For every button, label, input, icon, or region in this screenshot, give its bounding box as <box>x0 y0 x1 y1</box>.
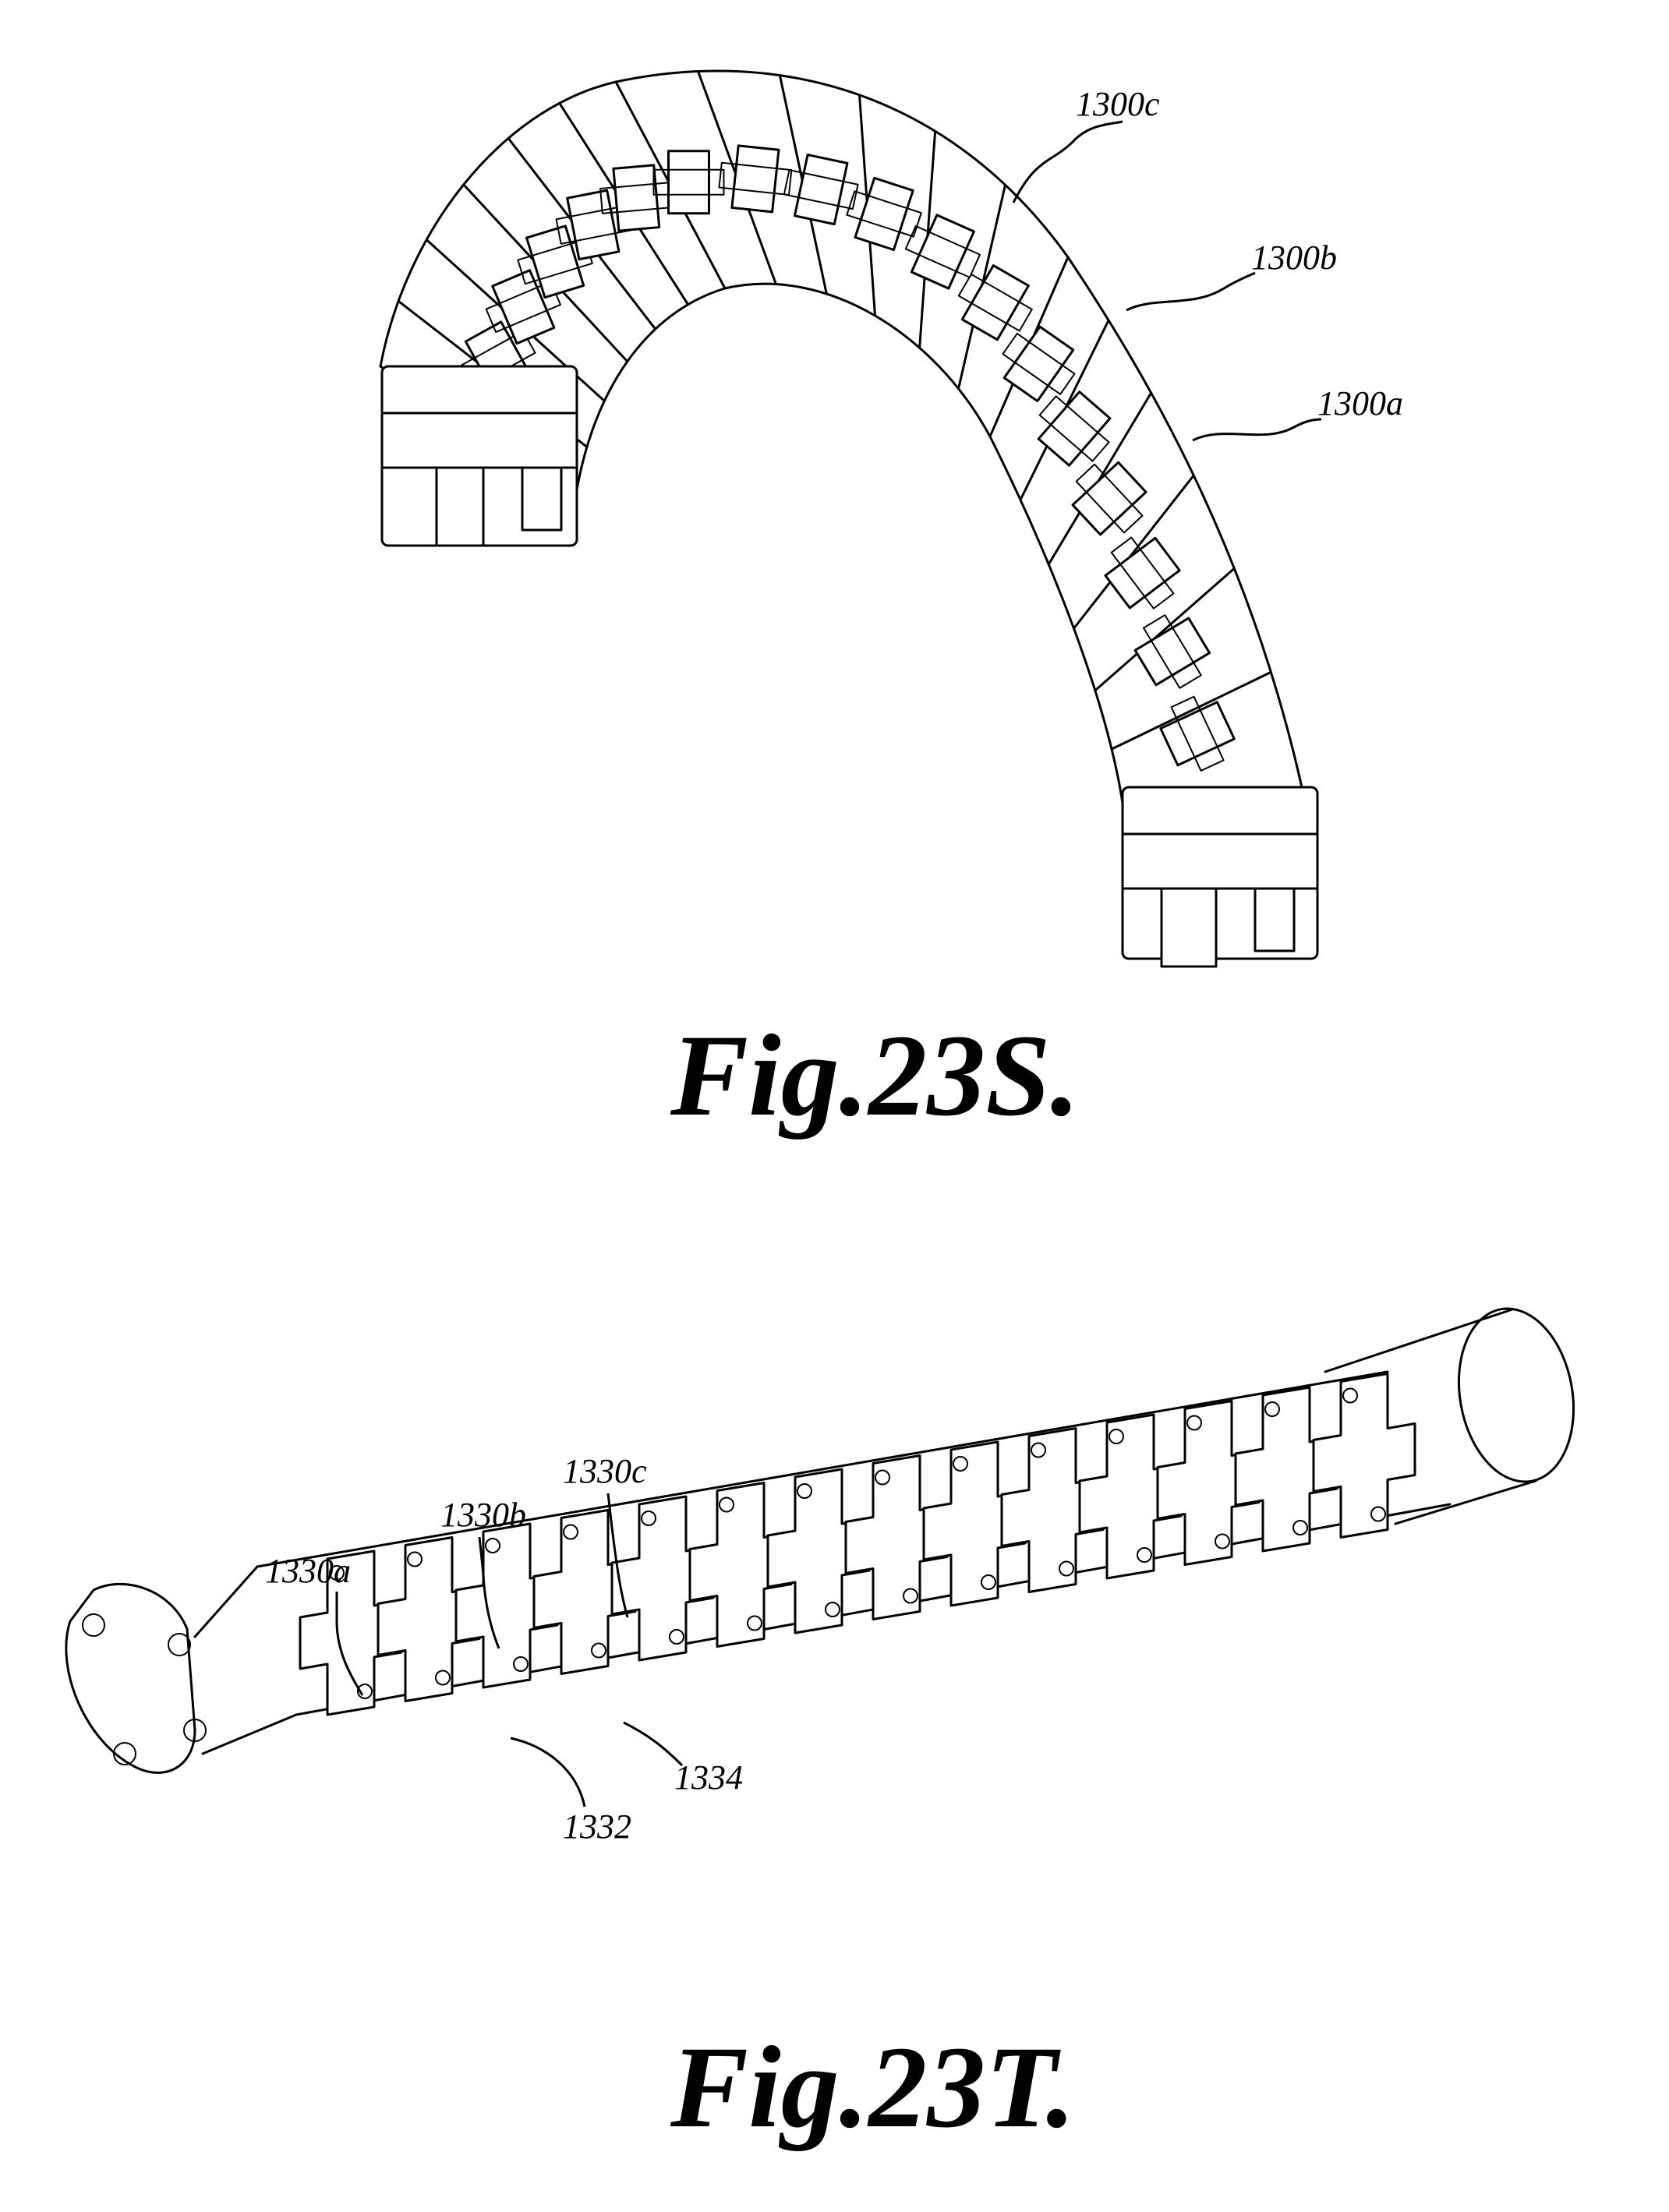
left-end-cap <box>65 1582 196 1774</box>
tube-segment <box>1156 1400 1261 1566</box>
tube-segment <box>1078 1413 1183 1580</box>
arch-segment <box>778 74 859 295</box>
label-1330c: 1330c <box>563 1452 647 1490</box>
arch-segment <box>988 256 1076 438</box>
arch-segment <box>904 129 981 349</box>
caption-fig-23s: Fig.23S. <box>670 1011 1080 1140</box>
tube-segment <box>766 1468 871 1634</box>
label-1330b: 1330b <box>440 1496 526 1534</box>
arch-segment <box>1094 567 1236 692</box>
tube-segment <box>610 1495 715 1662</box>
label-1300b: 1300b <box>1251 239 1337 277</box>
caption-fig-23t: Fig.23T. <box>670 2023 1076 2152</box>
arch-segment <box>1047 391 1153 566</box>
tube-segment <box>1000 1427 1105 1593</box>
arch-segment <box>462 183 629 363</box>
tube-segment <box>688 1482 793 1648</box>
fig-23t: 1330a 1330b 1330c 1332 1334 Fig.23T. <box>65 1307 1575 2152</box>
label-1300a: 1300a <box>1317 384 1403 422</box>
arch-segment <box>614 80 727 290</box>
tube-segment <box>922 1440 1027 1607</box>
straight-assembly-drawing <box>65 1307 1575 1774</box>
label-1330a: 1330a <box>265 1552 351 1590</box>
tube-segment <box>1312 1373 1416 1539</box>
straight-segments <box>299 1373 1416 1716</box>
label-1332: 1332 <box>563 1807 631 1846</box>
arch-segment <box>696 69 793 286</box>
arch-segment <box>507 136 657 330</box>
arch-segment <box>1110 670 1272 772</box>
tube-segment <box>1234 1386 1338 1553</box>
arch-segment <box>846 94 922 317</box>
tube-segment <box>844 1454 949 1620</box>
leader-1330a <box>335 1592 364 1696</box>
leader-1300a <box>1192 418 1322 442</box>
arch-segment <box>1019 319 1112 501</box>
tube-segment <box>377 1536 481 1702</box>
curved-assembly-drawing <box>379 69 1319 968</box>
fig-23s: 1300c 1300b 1300a Fig.23S. <box>379 69 1403 1140</box>
leader-1332 <box>510 1737 586 1807</box>
tube-segment <box>454 1522 559 1689</box>
arch-segment <box>1073 474 1195 630</box>
right-end-cap <box>1457 1307 1575 1483</box>
leader-1330c <box>606 1493 629 1618</box>
label-1300c: 1300c <box>1076 85 1160 123</box>
leader-1330b <box>478 1536 500 1649</box>
tube-segment <box>532 1509 637 1675</box>
arch-segment <box>957 183 1033 390</box>
leader-1300b <box>1126 271 1256 312</box>
leader-1300c <box>1012 120 1123 203</box>
tube-segment <box>299 1549 403 1716</box>
arch-segment <box>558 101 690 306</box>
label-1334: 1334 <box>674 1758 743 1797</box>
leader-1334 <box>623 1721 684 1767</box>
